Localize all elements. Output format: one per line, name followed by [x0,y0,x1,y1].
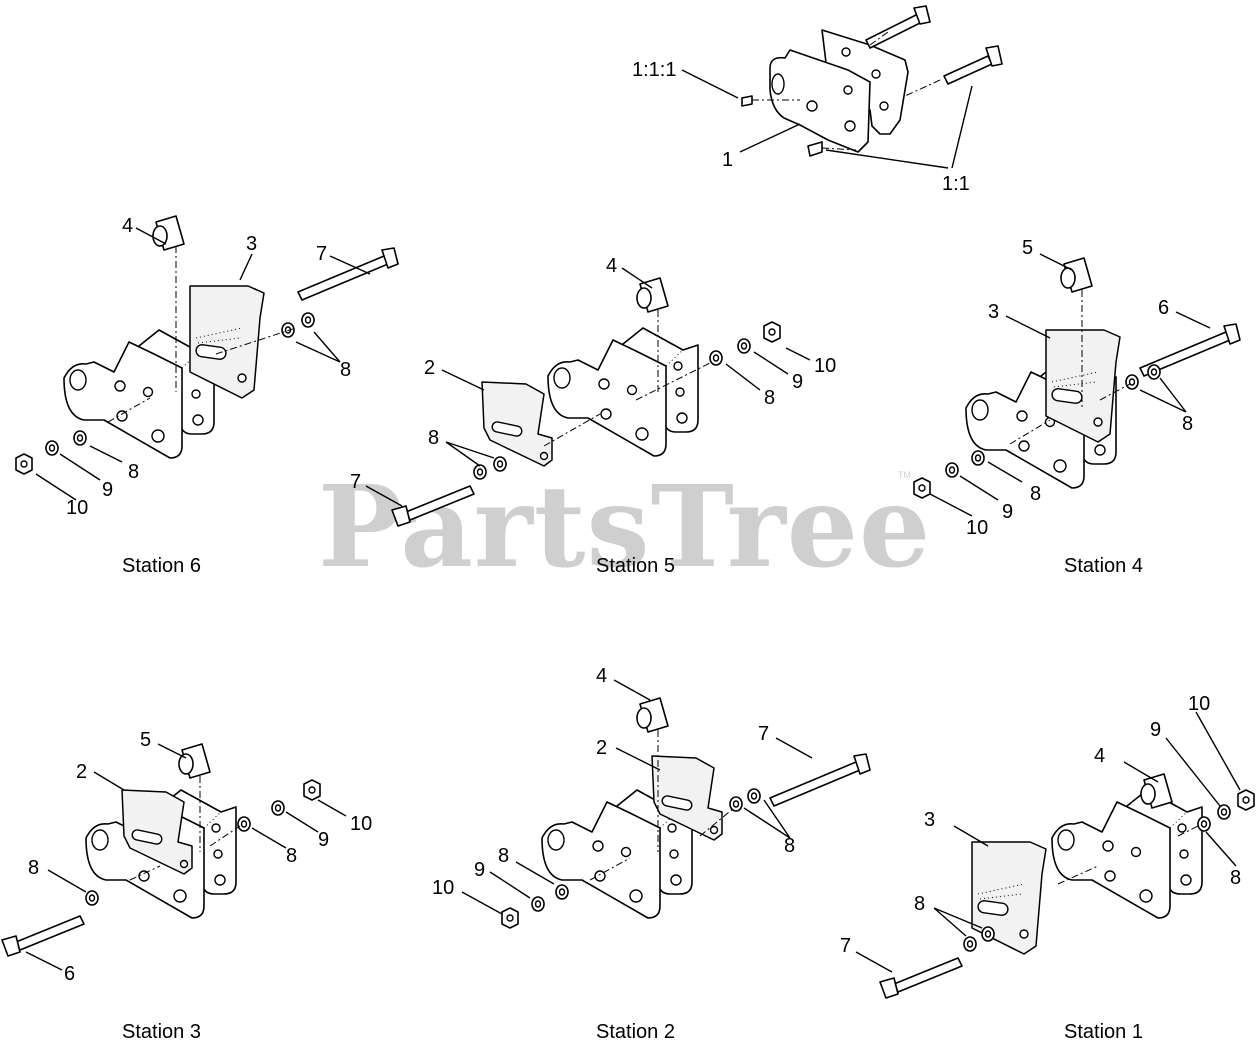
watermark-trademark: TM [898,470,911,480]
station-5-label: Station 5 [596,555,675,577]
station-6-label: Station 6 [122,555,201,577]
s2-callout-bracket: 2 [596,737,607,759]
s6-callout-nut: 10 [66,497,88,519]
s5-callout-bolt: 7 [350,471,361,493]
s4-callout-washer-flat: 8 [1030,483,1041,505]
s6-callout-pin: 4 [122,215,133,237]
s1-callout-bolt: 7 [840,935,851,957]
s1-callout-nut: 10 [1188,693,1210,715]
s5-callout-pin: 4 [606,255,617,277]
s4-callout-washer-pair: 8 [1182,413,1193,435]
s2-callout-pin: 4 [596,665,607,687]
s3-callout-nut: 10 [350,813,372,835]
s4-callout-washer-lock: 9 [1002,501,1013,523]
s5-callout-washer-pair: 8 [428,427,439,449]
s2-callout-washer-flat: 8 [498,845,509,867]
station-5-assembly: 4 2 10 9 8 8 7 Station 5 [350,255,836,577]
s3-callout-washer-lock: 9 [318,829,329,851]
s3-callout-washer-flat: 8 [286,845,297,867]
s4-callout-nut: 10 [966,517,988,539]
s5-callout-washer-lock: 9 [792,371,803,393]
station-1-label: Station 1 [1064,1021,1143,1043]
station-4-assembly: 5 3 6 8 8 9 10 Station 4 [913,237,1241,577]
station-1-assembly: 10 9 4 3 8 8 7 Station 1 [840,693,1255,1043]
s3-callout-washer-single: 8 [28,857,39,879]
s1-callout-pin: 4 [1094,745,1105,767]
station-6-assembly: 4 3 7 8 8 9 10 Station 6 [15,215,399,577]
s5-callout-bracket: 2 [424,357,435,379]
callout-1-1-1: 1:1:1 [632,59,676,81]
s3-callout-bolt: 6 [64,963,75,985]
s6-callout-washer-lock: 9 [102,479,113,501]
s1-callout-washer-pair: 8 [914,893,925,915]
watermark-text: PartsTree [318,462,931,593]
s6-callout-bracket: 3 [246,233,257,255]
s4-callout-pin: 5 [1022,237,1033,259]
s2-callout-bolt: 7 [758,723,769,745]
s2-callout-washer-lock: 9 [474,859,485,881]
s2-callout-nut: 10 [432,877,454,899]
s3-callout-bracket: 2 [76,761,87,783]
s4-callout-bracket: 3 [988,301,999,323]
callout-1-1: 1:1 [942,173,970,195]
s6-callout-bolt: 7 [316,243,327,265]
station-2-label: Station 2 [596,1021,675,1043]
s6-callout-washer-flat: 8 [128,461,139,483]
s2-callout-washer-pair: 8 [784,835,795,857]
station-3-label: Station 3 [122,1021,201,1043]
callout-1: 1 [722,149,733,171]
s1-callout-washer-lock: 9 [1150,719,1161,741]
s5-callout-nut: 10 [814,355,836,377]
station-3-assembly: 5 2 10 9 8 8 6 Station 3 [1,729,372,1043]
station-2-assembly: 4 2 7 8 8 9 10 Station 2 [432,665,871,1043]
s4-callout-bolt: 6 [1158,297,1169,319]
station-4-label: Station 4 [1064,555,1143,577]
s1-callout-bracket: 3 [924,809,935,831]
detail-assembly: 1:1:1 1 1:1 [632,5,1003,195]
s6-callout-washer-pair: 8 [340,359,351,381]
s3-callout-pin: 5 [140,729,151,751]
s1-callout-washer-flat: 8 [1230,867,1241,889]
s5-callout-washer-flat: 8 [764,387,775,409]
